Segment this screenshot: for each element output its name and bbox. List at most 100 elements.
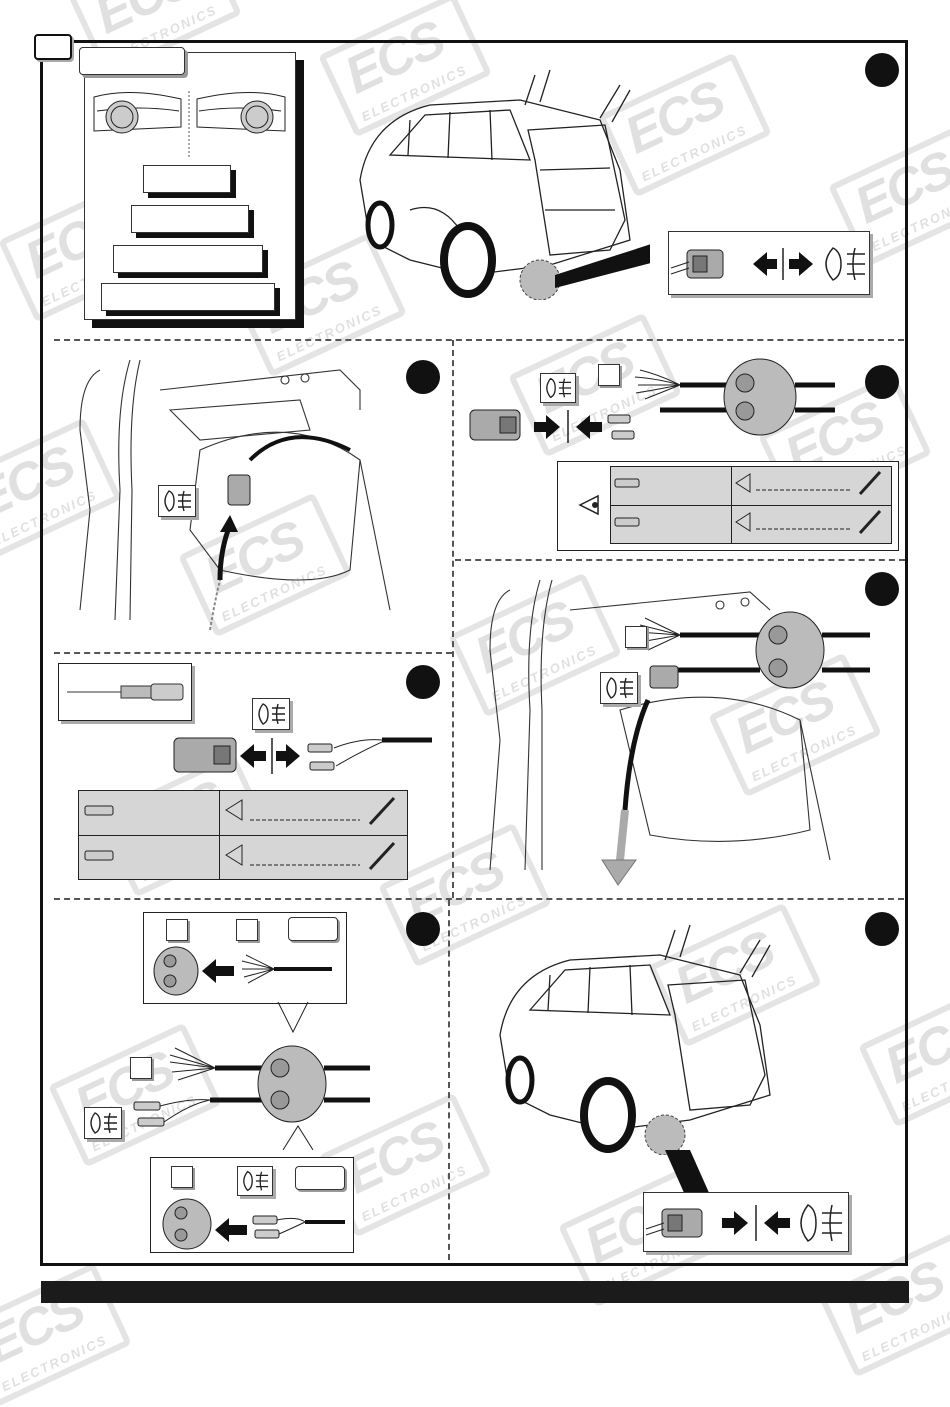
connector-icon xyxy=(670,249,724,279)
fog-lamp-icon xyxy=(243,1170,269,1192)
page-tab xyxy=(34,34,72,60)
grommet-icon xyxy=(257,1045,327,1123)
wires-icon xyxy=(241,954,275,984)
terminal-icon xyxy=(307,743,333,753)
fog-lamp-icon xyxy=(800,1204,842,1242)
step-number-2 xyxy=(406,360,440,394)
fog-lamp-label xyxy=(158,485,196,517)
connector-icon xyxy=(469,409,521,441)
step-number-7 xyxy=(865,912,899,946)
fog-lamp-icon xyxy=(90,1112,117,1134)
terminal-icon xyxy=(137,1117,165,1127)
label-box xyxy=(131,205,249,233)
note-cell xyxy=(731,504,892,544)
arrow-right-icon xyxy=(722,1211,748,1235)
grommet-icon xyxy=(723,358,797,436)
connector-icon xyxy=(645,1208,703,1238)
arrow-right-icon xyxy=(534,415,560,439)
boot-interior-illustration xyxy=(79,359,391,631)
checklist-row xyxy=(78,790,408,836)
section-divider xyxy=(54,898,904,900)
fog-lamp-label xyxy=(237,1166,273,1196)
arrow-left-icon xyxy=(764,1211,790,1235)
label-pill xyxy=(288,917,338,941)
terminal-icon xyxy=(611,430,635,440)
disconnect-terminals-diagram xyxy=(173,737,432,774)
grommet-icon xyxy=(162,1198,212,1250)
checklist-row xyxy=(78,834,408,880)
terminal-icon-cell xyxy=(78,790,220,836)
car-rear-open-tailgate-illustration xyxy=(359,69,650,300)
note-cell xyxy=(219,834,408,880)
connector-icon xyxy=(649,665,679,689)
pen-icon xyxy=(368,841,396,870)
dashboard-lhd-rhd-icon xyxy=(93,91,286,157)
label-pill xyxy=(295,1166,345,1190)
step-number-5 xyxy=(865,572,899,606)
disconnect-fog-lamp-callout xyxy=(668,231,870,295)
reconnect-fog-lamp-callout xyxy=(643,1192,849,1252)
terminal-icon-cell xyxy=(78,834,220,880)
fog-lamp-icon xyxy=(606,677,633,699)
grommet-insert-detail-top xyxy=(143,912,347,1004)
footer-bar xyxy=(41,1281,909,1303)
terminal-removal-tool-box xyxy=(58,663,192,721)
fog-lamp-icon xyxy=(258,703,285,725)
car-rear-open-tailgate-illustration xyxy=(499,924,771,1155)
arrow-left-icon xyxy=(576,415,602,439)
label-square xyxy=(625,626,647,648)
arrow-left-icon xyxy=(202,959,234,983)
pen-icon xyxy=(858,471,882,496)
boot-interior-grommet-illustration xyxy=(489,579,870,886)
checklist-panel xyxy=(557,461,899,551)
section-divider xyxy=(448,900,450,1260)
callout-pointer xyxy=(665,1150,710,1195)
fog-lamp-icon xyxy=(164,490,191,512)
connector-icon xyxy=(173,737,237,773)
label-square xyxy=(236,919,258,941)
fog-lamp-icon xyxy=(546,377,572,399)
label-box xyxy=(113,245,263,273)
fog-lamp-icon xyxy=(825,247,865,281)
terminal-icon xyxy=(133,1101,161,1111)
instruction-frame xyxy=(40,40,908,1266)
step-number-4 xyxy=(406,665,440,699)
checklist-row xyxy=(610,466,892,506)
section-divider xyxy=(452,340,454,898)
checklist-table xyxy=(610,466,892,544)
wires-icon xyxy=(169,1047,216,1081)
arrow-right-icon xyxy=(789,252,813,276)
label-square xyxy=(130,1057,152,1079)
arrow-right-icon xyxy=(276,744,300,768)
label-box xyxy=(143,165,231,193)
section-divider xyxy=(455,559,905,561)
connector-icon xyxy=(227,474,251,506)
step-number-1 xyxy=(865,53,899,87)
terminal-icon-cell xyxy=(610,504,732,544)
fog-lamp-label xyxy=(252,698,290,730)
fog-lamp-label xyxy=(600,672,638,704)
label-square xyxy=(166,919,188,941)
checklist-row xyxy=(610,504,892,544)
zoom-highlight-circle xyxy=(519,259,561,300)
arrow-left-icon xyxy=(215,1218,247,1242)
grommet-icon xyxy=(755,611,825,689)
note-cell xyxy=(731,466,892,506)
terminal-icon xyxy=(607,414,631,424)
pen-icon xyxy=(858,509,882,534)
vehicle-selector-panel xyxy=(79,47,296,320)
fog-lamp-label xyxy=(84,1107,122,1139)
section-divider xyxy=(54,652,452,654)
grommet-icon xyxy=(153,946,199,996)
step-number-3 xyxy=(865,365,899,399)
terminal-icon xyxy=(309,761,335,771)
checklist-table xyxy=(78,790,408,880)
connector-grommet-diagram xyxy=(469,358,835,443)
terminal-icon xyxy=(254,1229,280,1239)
arrow-down-icon xyxy=(601,859,637,886)
label-square xyxy=(171,1166,193,1188)
fog-lamp-label xyxy=(540,373,576,403)
eye-icon xyxy=(578,494,599,516)
grommet-insert-detail-bottom xyxy=(150,1157,354,1253)
label-box xyxy=(101,283,275,311)
